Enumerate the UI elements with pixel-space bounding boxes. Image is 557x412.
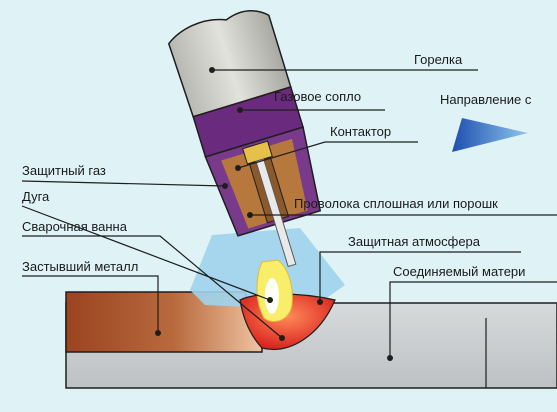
leader-joined-material	[389, 281, 557, 358]
marker-contactor	[235, 165, 241, 171]
leader-arc	[21, 205, 271, 301]
label-torch: Горелка	[414, 52, 463, 67]
marker-torch	[209, 67, 215, 73]
marker-protective-atmosphere	[317, 299, 323, 305]
label-contactor: Контактор	[330, 124, 391, 139]
label-arc: Дуга	[22, 189, 50, 204]
label-direction: Направление с	[440, 92, 532, 107]
label-gas-nozzle: Газовое сопло	[274, 89, 361, 104]
leader-contactor	[237, 141, 418, 169]
marker-joined-material	[387, 355, 393, 361]
label-weld-pool: Сварочная ванна	[22, 219, 128, 234]
leader-weld-pool	[22, 235, 283, 339]
label-solidified-metal: Застывший металл	[22, 259, 138, 274]
leader-shielding-gas	[21, 180, 226, 187]
leader-solidified-metal	[22, 275, 159, 333]
welding-wire	[255, 158, 297, 268]
leader-protective-atmosphere	[319, 251, 521, 302]
marker-solidified-metal	[155, 330, 161, 336]
marker-wire	[247, 212, 253, 218]
label-shielding-gas: Защитный газ	[22, 163, 106, 178]
arc-core	[265, 278, 279, 314]
label-wire: Проволока сплошная или порошк	[294, 196, 498, 211]
torch-body	[167, 10, 292, 118]
marker-weld-pool	[279, 335, 285, 341]
label-joined-material: Соединяемый матери	[393, 264, 525, 279]
label-protective-atmosphere: Защитная атмосфера	[348, 234, 481, 249]
marker-gas-nozzle	[237, 107, 243, 113]
direction-arrow	[452, 118, 528, 152]
marker-shielding-gas	[222, 183, 228, 189]
marker-arc	[267, 297, 273, 303]
